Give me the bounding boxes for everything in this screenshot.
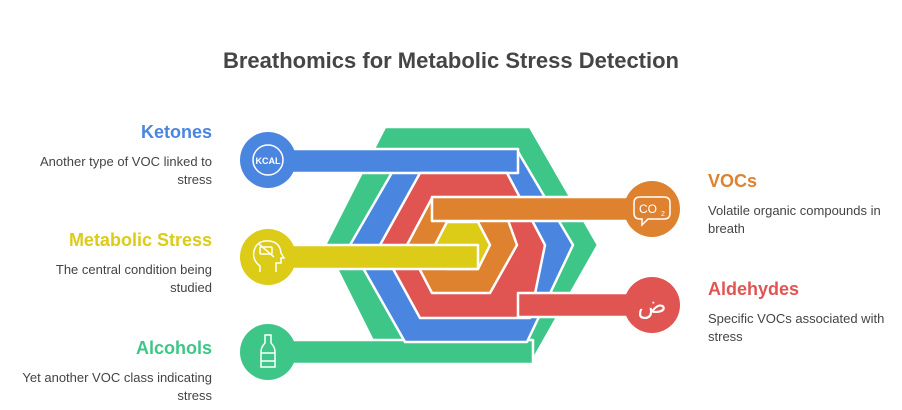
- head-icon: [252, 240, 286, 272]
- green-bar: [266, 338, 535, 366]
- vocs-heading: VOCs: [708, 171, 758, 191]
- metabolic-stress-description: The central condition being studied: [55, 262, 212, 295]
- alcohols-circle: [240, 324, 296, 380]
- orange-bar: [430, 195, 655, 223]
- aldehydes-heading: Aldehydes: [708, 279, 800, 299]
- alcohols-description: Yet another VOC class indicating stress: [22, 370, 212, 403]
- bottle-icon: [260, 334, 276, 368]
- ketones-heading: Ketones: [140, 122, 212, 142]
- svg-text:CO: CO: [639, 202, 657, 216]
- vocs-block: VOCs Volatile organic compounds in breat…: [708, 171, 898, 238]
- alcohols-heading: Alcohols: [135, 338, 212, 358]
- co2-icon: CO 2: [633, 196, 671, 227]
- svg-text:KCAL: KCAL: [256, 156, 281, 166]
- page-title: Breathomics for Metabolic Stress Detecti…: [222, 48, 679, 73]
- metabolic-stress-heading: Metabolic Stress: [68, 230, 212, 250]
- alcohols-block: Alcohols Yet another VOC class indicatin…: [12, 338, 212, 405]
- aldehydes-description: Specific VOCs associated with stress: [708, 311, 885, 344]
- metabolic-stress-circle: [240, 229, 296, 285]
- aldehydes-circle: [624, 277, 680, 333]
- vocs-circle: [624, 181, 680, 237]
- arabic-letter-icon: ض: [637, 291, 666, 319]
- yellow-bar: [266, 243, 480, 271]
- ketones-description: Another type of VOC linked to stress: [40, 154, 212, 187]
- ketones-block: Ketones Another type of VOC linked to st…: [12, 122, 212, 189]
- metabolic-stress-block: Metabolic Stress The central condition b…: [12, 230, 212, 297]
- kcal-icon: KCAL: [252, 144, 284, 176]
- blue-bar: [266, 147, 520, 175]
- svg-text:2: 2: [661, 211, 665, 218]
- ketones-circle: [240, 132, 296, 188]
- aldehydes-block: Aldehydes Specific VOCs associated with …: [708, 279, 898, 346]
- vocs-description: Volatile organic compounds in breath: [708, 203, 881, 236]
